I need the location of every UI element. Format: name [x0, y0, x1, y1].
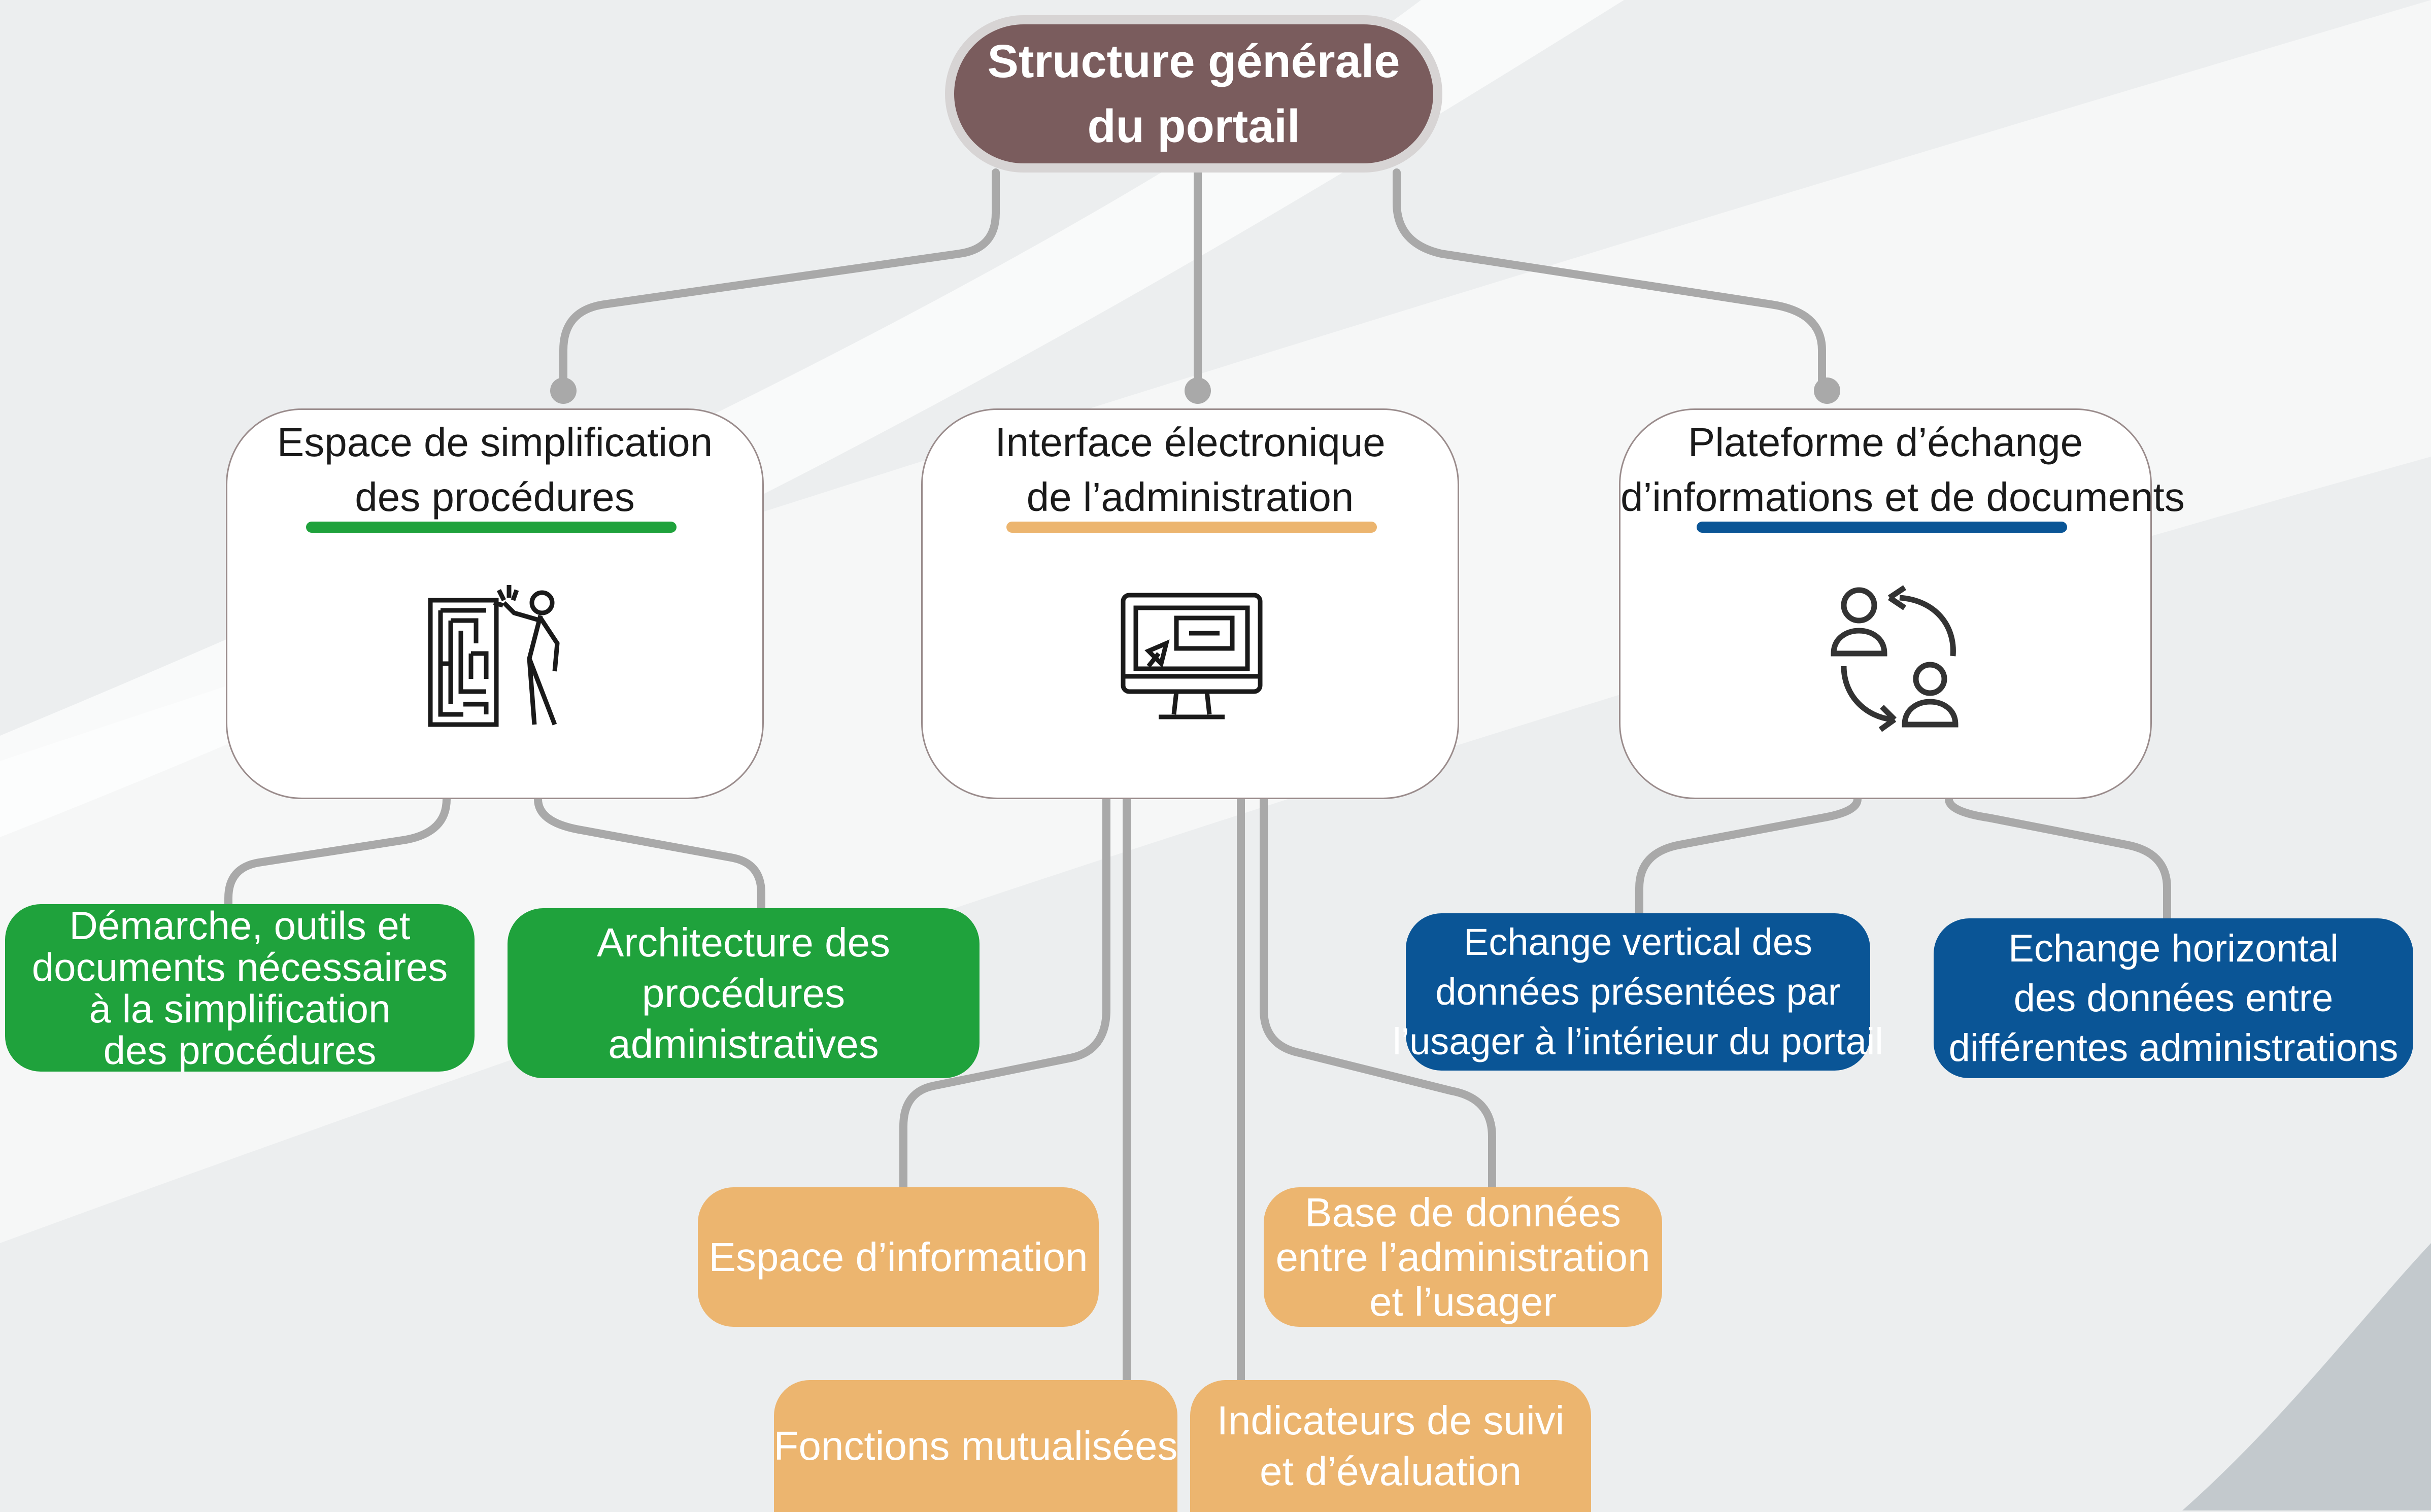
branch-underline: [1006, 522, 1377, 533]
leaf-line: Démarche, outils et: [69, 903, 411, 948]
node-dot-left: [550, 377, 577, 404]
leaf-line: Espace d’information: [708, 1234, 1088, 1280]
maze-person-icon: [428, 585, 560, 727]
branch-card-echange: Plateforme d’échange d’informations et d…: [1619, 408, 2185, 799]
leaf-line: des données entre: [2013, 976, 2334, 1020]
leaf-interface-2: Base de données entre l’administration e…: [1264, 1187, 1662, 1327]
leaf-line: entre l’administration: [1275, 1234, 1650, 1280]
branch-card-simplification: Espace de simplification des procédures: [226, 408, 764, 799]
connector-echange-child1: [1635, 795, 1862, 917]
leaf-line: des procédures: [103, 1028, 377, 1073]
branch-title-interface: Interface électronique de l’administrati…: [923, 415, 1458, 525]
root-title-line-2: du portail: [1087, 100, 1300, 152]
branch-title-line-1: Interface électronique: [995, 420, 1386, 465]
branch-underline: [1697, 522, 2067, 533]
leaf-line: Fonctions mutualisées: [773, 1423, 1178, 1468]
node-dot-right: [1814, 377, 1840, 404]
branch-title-line-2: des procédures: [355, 474, 635, 520]
connector-root-left: [559, 168, 1000, 390]
branch-underline: [306, 522, 677, 533]
leaf-echange-2: Echange horizontal des données entre dif…: [1934, 918, 2413, 1078]
connector-iface-child1: [899, 795, 1110, 1191]
branch-card-interface: Interface électronique de l’administrati…: [921, 408, 1459, 799]
branch-title-line-2: d’informations et de documents: [1620, 474, 2185, 520]
branch-title-line-1: Espace de simplification: [277, 420, 713, 465]
branch-title-echange: Plateforme d’échange d’informations et d…: [1620, 415, 2185, 525]
computer-monitor-icon: [1121, 593, 1263, 719]
leaf-line: administratives: [608, 1021, 879, 1067]
leaf-line: l’usager à l’intérieur du portail: [1393, 1020, 1883, 1062]
leaf-simplification-2: Architecture des procédures administrati…: [508, 908, 980, 1078]
connector-iface-child2: [1260, 795, 1496, 1191]
leaf-line: documents nécessaires: [31, 945, 448, 989]
leaf-interface-4: Indicateurs de suivi et d’évaluation: [1190, 1380, 1591, 1512]
leaf-line: et l’usager: [1369, 1279, 1557, 1324]
leaf-interface-3: Fonctions mutualisées: [774, 1380, 1177, 1512]
branch-title-simplification: Espace de simplification des procédures: [227, 415, 762, 525]
connector-echange-child2: [1945, 795, 2171, 922]
leaf-line: et d’évaluation: [1260, 1449, 1522, 1494]
root-node: Structure générale du portail: [945, 15, 1442, 173]
leaf-line: données présentées par: [1435, 971, 1841, 1013]
leaf-interface-1: Espace d’information: [698, 1187, 1099, 1327]
node-dot-center: [1185, 377, 1211, 404]
connector-simpl-child1: [224, 795, 451, 912]
root-title-line-1: Structure générale: [987, 36, 1400, 87]
connector-simpl-child2: [534, 795, 765, 912]
leaf-line: procédures: [641, 970, 846, 1016]
leaf-line: Indicateurs de suivi: [1217, 1398, 1565, 1443]
leaf-echange-1: Echange vertical des données présentées …: [1393, 913, 1883, 1071]
leaf-line: à la simplification: [89, 986, 391, 1031]
connector-root-right: [1393, 168, 1826, 390]
leaf-line: Echange horizontal: [2008, 926, 2339, 970]
leaf-line: Echange vertical des: [1464, 921, 1812, 963]
leaf-line: différentes administrations: [1948, 1026, 2399, 1070]
leaf-simplification-1: Démarche, outils et documents nécessaire…: [5, 904, 475, 1072]
leaf-line: Architecture des: [596, 919, 891, 965]
user-exchange-icon: [1831, 585, 1959, 732]
branch-title-line-2: de l’administration: [1026, 474, 1354, 520]
branch-title-line-1: Plateforme d’échange: [1687, 420, 2083, 465]
leaf-line: Base de données: [1305, 1189, 1621, 1235]
